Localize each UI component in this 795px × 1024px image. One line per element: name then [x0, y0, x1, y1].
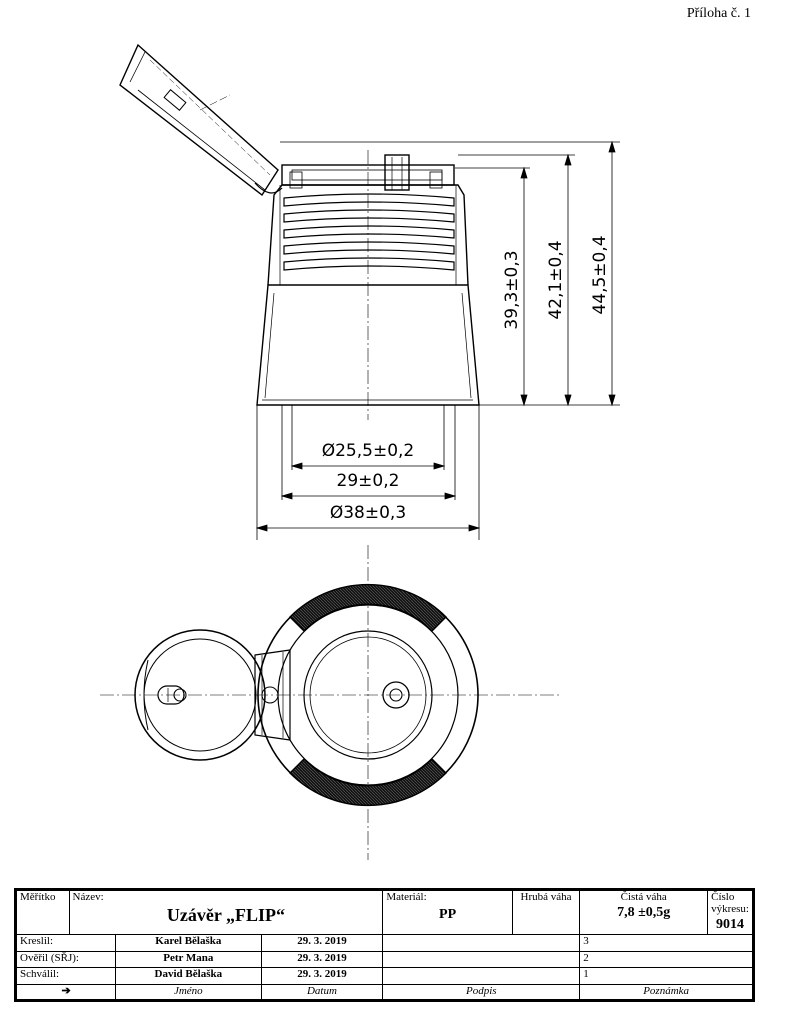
- material-value: PP: [439, 907, 457, 922]
- gross-weight-label: Hrubá váha: [520, 891, 572, 903]
- footer-note: Poznámka: [579, 983, 754, 1002]
- title-block: Měřítko Název: Uzávěr „FLIP“ Materiál: P…: [14, 888, 755, 1002]
- drawing-no-value: 9014: [716, 917, 745, 932]
- dim-width-29: 29±0,2: [337, 471, 400, 491]
- row-date: 29. 3. 2019: [260, 934, 384, 952]
- row-signature: [382, 967, 581, 985]
- dim-height-42: 42,1±0,4: [546, 240, 566, 319]
- footer-date: Datum: [260, 983, 384, 1002]
- row-rev: 2: [579, 950, 754, 969]
- top-view: [100, 545, 560, 860]
- material-cell-real: Materiál: PP: [382, 888, 513, 936]
- hinge: [254, 649, 291, 741]
- row-date: 29. 3. 2019: [260, 967, 384, 985]
- net-weight-value: 7,8 ±0,5g: [617, 905, 671, 920]
- row-name: Karel Bělaška: [115, 934, 262, 952]
- row-name: David Bělaška: [115, 967, 262, 985]
- row-name: Petr Mana: [115, 950, 262, 969]
- footer-arrow-icon: ➔: [14, 983, 117, 1002]
- vertical-dimensions: [280, 140, 620, 407]
- drawing-no-cell: Číslo výkresu: 9014: [707, 888, 754, 936]
- spout: [384, 154, 410, 191]
- knurl-bottom: [289, 758, 447, 807]
- drawing-no-label: Číslo výkresu:: [711, 891, 749, 915]
- cap-top: [257, 583, 479, 807]
- name-label: Název:: [72, 891, 104, 903]
- net-weight-cell: Čistá váha 7,8 ±0,5g: [579, 888, 709, 936]
- name-value: Uzávěr „FLIP“: [166, 905, 286, 925]
- side-view: [119, 43, 480, 420]
- footer-name: Jméno: [115, 983, 262, 1002]
- row-role: Schválil:: [14, 967, 117, 985]
- annex-label: Příloha č. 1: [686, 6, 751, 21]
- material-label: Materiál:: [386, 891, 427, 903]
- open-lid: [119, 43, 283, 197]
- horizontal-dimensions: [255, 405, 481, 540]
- top-plate: [281, 164, 455, 186]
- footer-signature: Podpis: [382, 983, 581, 1002]
- row-signature: [382, 934, 581, 952]
- row-date: 29. 3. 2019: [260, 950, 384, 969]
- row-rev: 1: [579, 967, 754, 985]
- scale-cell: Měřítko: [15, 888, 70, 936]
- dim-dia-38: Ø38±0,3: [330, 503, 406, 523]
- row-role: Kreslil:: [14, 934, 117, 952]
- dim-height-44: 44,5±0,4: [590, 235, 610, 314]
- row-signature: [382, 950, 581, 969]
- lid-top: [134, 629, 266, 761]
- row-role: Ověřil (SŘJ):: [14, 950, 117, 969]
- name-cell: Název: Uzávěr „FLIP“: [68, 888, 384, 936]
- net-weight-label: Čistá váha: [620, 891, 667, 903]
- row-rev: 3: [579, 934, 754, 952]
- scale-label: Měřítko: [20, 891, 56, 903]
- gross-weight-cell: Hrubá váha: [511, 888, 581, 936]
- thread-rings: [283, 193, 455, 271]
- dim-height-39: 39,3±0,3: [502, 250, 522, 329]
- knurl-top: [289, 583, 447, 632]
- dim-dia-25: Ø25,5±0,2: [322, 441, 415, 461]
